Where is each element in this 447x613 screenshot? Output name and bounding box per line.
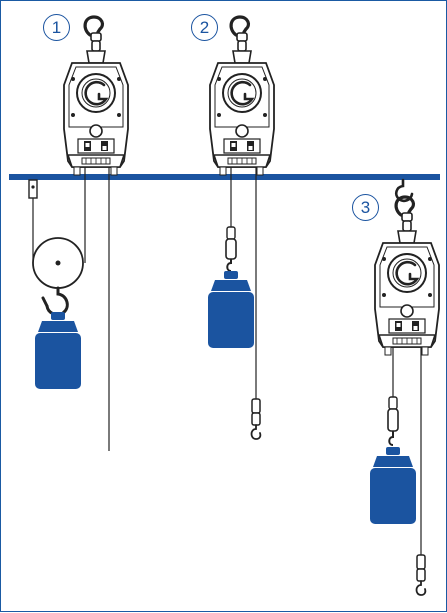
configuration-number-1: 1 bbox=[43, 14, 70, 41]
configuration-1-pulley-hoist-icon bbox=[28, 15, 130, 451]
hoist-unit-3-icon bbox=[373, 195, 441, 349]
hoist-unit-1-icon bbox=[62, 15, 130, 169]
configuration-2-ceiling-hoist-icon bbox=[208, 15, 276, 440]
configuration-number-2: 2 bbox=[191, 14, 218, 41]
pulley-hook-icon bbox=[45, 286, 69, 317]
wire-end-hook-2-icon bbox=[250, 398, 262, 440]
hoist-unit-2-icon bbox=[208, 15, 276, 169]
ceiling-beam bbox=[9, 174, 440, 180]
weight-2-icon bbox=[208, 271, 254, 348]
wire-end-hook-3-icon bbox=[415, 554, 427, 596]
configuration-3-suspended-hoist-icon bbox=[370, 178, 441, 596]
weight-3-icon bbox=[370, 447, 416, 524]
configuration-number-3: 3 bbox=[352, 194, 379, 221]
anchor-bracket-icon bbox=[28, 179, 38, 199]
weight-1-icon bbox=[35, 312, 81, 389]
